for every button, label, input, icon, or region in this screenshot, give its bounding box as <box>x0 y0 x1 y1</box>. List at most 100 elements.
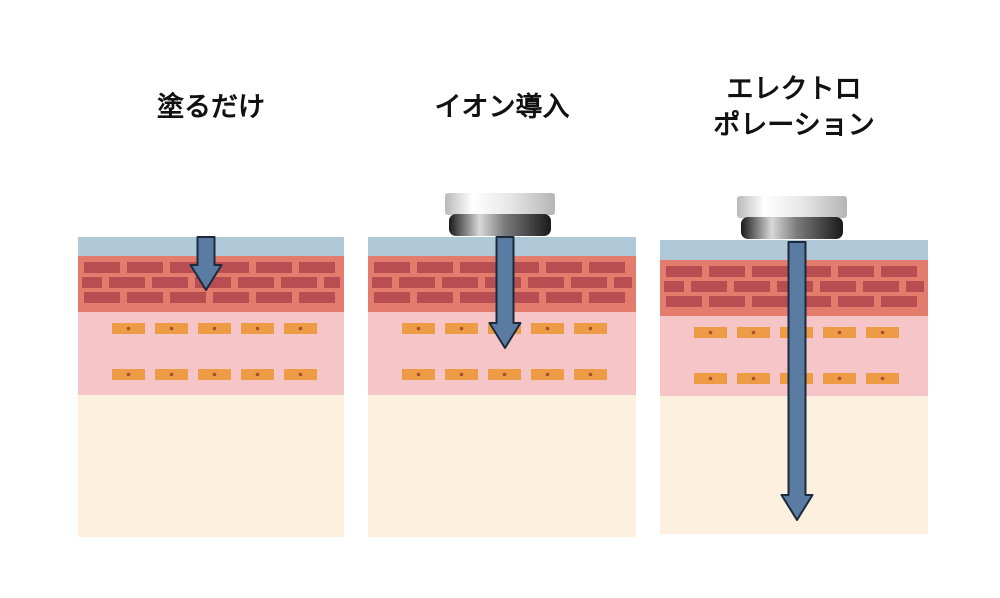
cell-nucleus <box>255 372 260 377</box>
brick <box>324 277 340 288</box>
brick <box>752 296 788 307</box>
brick <box>170 292 206 303</box>
brick <box>838 266 874 277</box>
brick <box>752 266 788 277</box>
cell-nucleus <box>708 330 713 335</box>
brick <box>881 266 917 277</box>
penetration-arrow <box>488 236 522 349</box>
cell-nucleus <box>298 372 303 377</box>
cell-nucleus <box>837 376 842 381</box>
brick <box>127 262 163 273</box>
brick <box>213 262 249 273</box>
brick <box>838 296 874 307</box>
panel-title-line: ポレーション <box>713 110 875 141</box>
brick <box>372 277 392 288</box>
cell-nucleus <box>416 372 421 377</box>
brick <box>281 277 317 288</box>
electrode-base <box>449 214 551 236</box>
cell-nucleus <box>837 330 842 335</box>
brick <box>691 281 727 292</box>
electrode-device <box>445 193 555 236</box>
cell-nucleus <box>459 372 464 377</box>
cell-nucleus <box>545 326 550 331</box>
brick <box>299 262 335 273</box>
electrode-top <box>737 196 847 218</box>
brick <box>589 292 625 303</box>
cell-nucleus <box>880 330 885 335</box>
cell-nucleus <box>212 326 217 331</box>
panel-title-line: エレクトロ <box>726 74 862 105</box>
brick <box>460 262 496 273</box>
brick <box>109 277 145 288</box>
brick <box>709 296 745 307</box>
brick <box>546 292 582 303</box>
brick <box>127 292 163 303</box>
panel-title-iontophoresis: イオン導入 <box>368 90 636 126</box>
brick <box>238 277 274 288</box>
skin-panel-2 <box>368 193 636 537</box>
panel-title-paint-only: 塗るだけ <box>78 90 344 126</box>
electrode-top <box>445 193 555 215</box>
brick <box>795 266 831 277</box>
dermis-layer <box>78 395 344 537</box>
penetration-arrow <box>780 241 814 521</box>
brick <box>299 292 335 303</box>
cell-nucleus <box>751 330 756 335</box>
brick <box>906 281 924 292</box>
brick <box>734 281 770 292</box>
brick <box>374 262 410 273</box>
panel-title-electroporation: エレクトロ ポレーション <box>660 72 928 144</box>
brick <box>528 277 564 288</box>
cell-nucleus <box>459 326 464 331</box>
brick <box>666 266 702 277</box>
brick <box>442 277 478 288</box>
brick <box>399 277 435 288</box>
penetration-arrow <box>189 236 223 291</box>
cell-nucleus <box>212 372 217 377</box>
cell-nucleus <box>751 376 756 381</box>
cell-nucleus <box>169 326 174 331</box>
brick <box>881 296 917 307</box>
brick <box>170 262 206 273</box>
brick <box>256 262 292 273</box>
cell-nucleus <box>588 326 593 331</box>
cell-nucleus <box>169 372 174 377</box>
brick <box>546 262 582 273</box>
brick <box>666 296 702 307</box>
brick <box>84 292 120 303</box>
brick <box>863 281 899 292</box>
skin-panel-3 <box>660 196 928 534</box>
cell-nucleus <box>708 376 713 381</box>
skin-panel-1 <box>78 236 344 537</box>
brick <box>664 281 684 292</box>
cell-nucleus <box>126 372 131 377</box>
cell-nucleus <box>255 326 260 331</box>
brick <box>152 277 188 288</box>
brick <box>195 277 231 288</box>
brick <box>820 281 856 292</box>
cell-nucleus <box>298 326 303 331</box>
panel-title-line: 塗るだけ <box>157 92 265 123</box>
brick <box>82 277 102 288</box>
panel-title-line: イオン導入 <box>434 92 570 123</box>
brick <box>374 292 410 303</box>
brick <box>417 292 453 303</box>
electrode-base <box>741 217 843 239</box>
electrode-device <box>737 196 847 239</box>
brick <box>417 262 453 273</box>
brick <box>795 296 831 307</box>
brick <box>460 292 496 303</box>
brick <box>503 262 539 273</box>
cell-nucleus <box>880 376 885 381</box>
brick <box>503 292 539 303</box>
brick <box>213 292 249 303</box>
brick <box>84 262 120 273</box>
brick <box>589 262 625 273</box>
brick <box>709 266 745 277</box>
cell-nucleus <box>416 326 421 331</box>
cell-nucleus <box>545 372 550 377</box>
brick <box>614 277 632 288</box>
cell-nucleus <box>502 372 507 377</box>
dermis-layer <box>368 395 636 537</box>
